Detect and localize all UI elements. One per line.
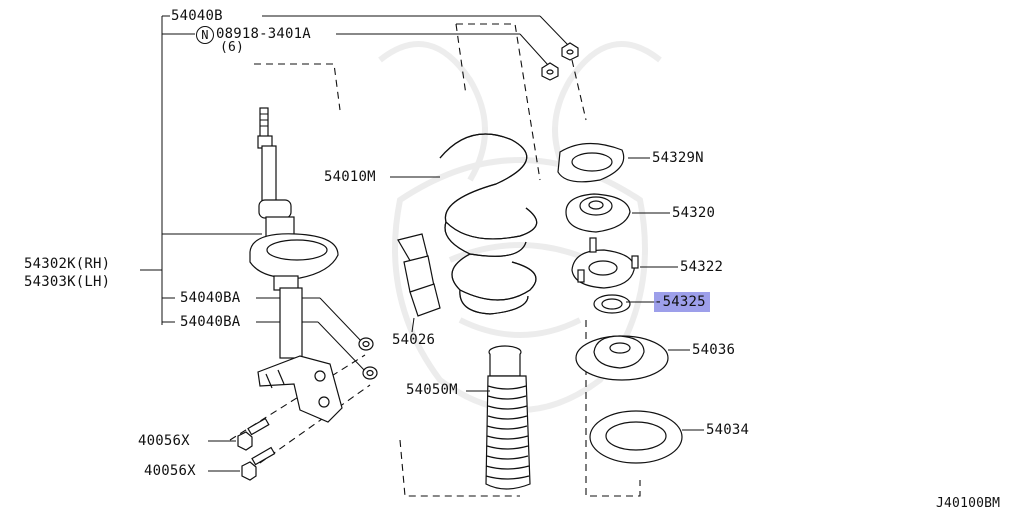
label-54026[interactable]: 54026 (392, 332, 436, 348)
label-54036[interactable]: 54036 (692, 342, 736, 358)
label-54040B[interactable]: 54040B (171, 8, 223, 24)
spring-seat-54036 (575, 335, 690, 381)
label-54050M[interactable]: 54050M (406, 382, 458, 398)
label-54302K-RH[interactable]: 54302K(RH) (24, 256, 111, 272)
bolts-40056X (237, 417, 276, 481)
label-54040BA-upper[interactable]: 54040BA (180, 290, 241, 306)
mount-54320 (565, 193, 670, 233)
part-highlight-54325 (654, 292, 710, 312)
washers-54040BA (358, 337, 378, 380)
coil-spring-54010M (439, 133, 538, 315)
strut-bracket-lines (140, 15, 569, 472)
label-54320[interactable]: 54320 (672, 205, 716, 221)
label-54303K-LH[interactable]: 54303K(LH) (24, 274, 111, 290)
label-quantity-6: (6) (220, 40, 245, 55)
nuts-top (541, 42, 579, 81)
plate-54329N (557, 142, 650, 183)
insulator-54034 (589, 410, 704, 464)
n-circle-text: N (201, 28, 209, 42)
label-54329N[interactable]: 54329N (652, 150, 704, 166)
washer-54325 (593, 294, 631, 314)
diagram-code: J40100BM (936, 496, 1001, 511)
middle-leaders (390, 176, 656, 392)
n-circle-mark: N (196, 26, 214, 44)
label-54325[interactable]: -54325 (654, 294, 706, 310)
label-54010M[interactable]: 54010M (324, 169, 376, 185)
label-08918-3401A[interactable]: 08918-3401A (216, 26, 311, 42)
label-40056X-lower[interactable]: 40056X (144, 463, 196, 479)
label-54040BA-lower[interactable]: 54040BA (180, 314, 241, 330)
label-54322[interactable]: 54322 (680, 259, 724, 275)
label-54034[interactable]: 54034 (706, 422, 750, 438)
mount-54322 (571, 237, 678, 289)
label-40056X-upper[interactable]: 40056X (138, 433, 190, 449)
strut-assembly (249, 107, 343, 423)
bump-stopper-54026 (397, 233, 441, 333)
dust-boot-54050M (485, 345, 531, 490)
